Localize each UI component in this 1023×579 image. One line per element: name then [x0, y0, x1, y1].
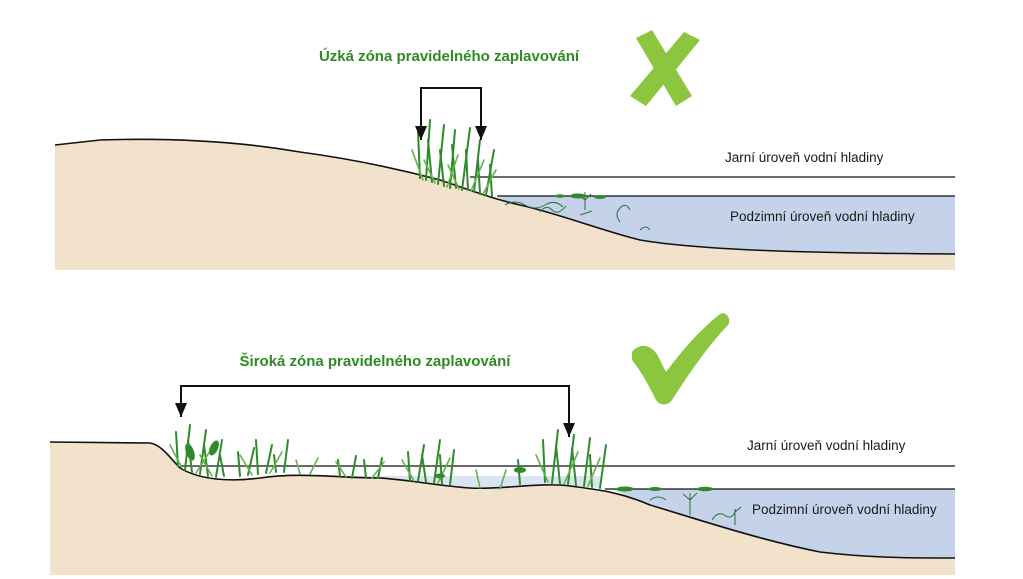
bottom-bracket-arrow-left [175, 403, 187, 417]
bottom-ground-line [49, 441, 956, 559]
bottom-submerged-plants [649, 492, 742, 525]
cross-icon [630, 30, 700, 106]
top-floating-leaves [555, 193, 606, 199]
top-spring-level-label: Jarní úroveň vodní hladiny [725, 150, 884, 165]
bottom-soil [50, 442, 955, 575]
top-reed-cluster-light [411, 149, 497, 195]
top-panel: Úzká zóna pravidelného zaplavování Jarní… [54, 30, 956, 270]
bottom-floating-leaves [616, 486, 713, 492]
bottom-autumn-level-label: Podzimní úroveň vodní hladiny [752, 502, 937, 517]
bottom-zone-title: Široká zóna pravidelného zaplavování [240, 352, 512, 370]
checkmark-icon [632, 313, 730, 405]
bottom-spring-water [340, 476, 600, 490]
top-bracket-arrow-right [475, 126, 487, 140]
top-ground-line [54, 138, 956, 255]
bottom-spring-level-label: Jarní úroveň vodní hladiny [747, 438, 906, 453]
bottom-reed-clusters [175, 424, 607, 489]
top-autumn-level-label: Podzimní úroveň vodní hladiny [730, 209, 915, 224]
top-zone-bracket [420, 87, 482, 140]
top-autumn-water [497, 196, 955, 254]
bottom-zone-bracket [180, 385, 570, 437]
bottom-broadleaf-plants [185, 440, 526, 479]
bottom-reed-clusters-light [169, 444, 601, 490]
bottom-bracket-arrow-right [563, 423, 575, 437]
top-bracket-arrow-left [415, 126, 427, 140]
bottom-autumn-water [610, 489, 955, 558]
top-zone-title: Úzká zóna pravidelného zaplavování [319, 47, 580, 65]
bottom-panel: Široká zóna pravidelného zaplavování Jar… [49, 313, 956, 575]
